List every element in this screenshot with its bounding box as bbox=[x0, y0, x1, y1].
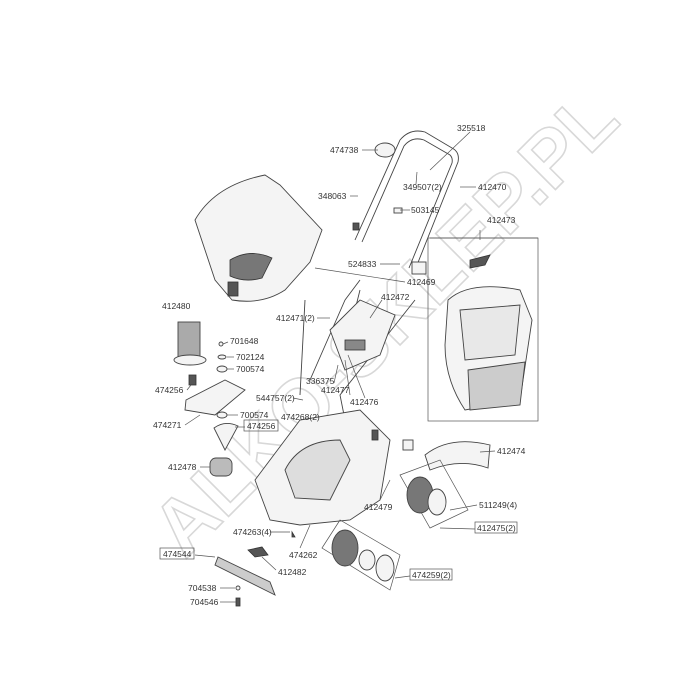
part-label[interactable]: 702124 bbox=[236, 352, 265, 362]
part-label[interactable]: 704546 bbox=[190, 597, 219, 607]
front-wheel-set bbox=[321, 519, 401, 591]
switch-box bbox=[329, 299, 396, 371]
part-label[interactable]: 412480 bbox=[162, 301, 191, 311]
part-label[interactable]: 412474 bbox=[497, 446, 526, 456]
part-label[interactable]: 412479 bbox=[364, 502, 393, 512]
label-box bbox=[243, 419, 279, 432]
part-label[interactable]: 474738 bbox=[330, 145, 359, 155]
rear-flap bbox=[424, 441, 491, 471]
mower-deck bbox=[254, 409, 414, 526]
part-label[interactable]: 474268(2) bbox=[281, 412, 320, 422]
part-label[interactable]: 412475(2) bbox=[477, 523, 516, 533]
part-labels: 325518 474738 348063 349507(2) 412470 50… bbox=[153, 123, 526, 607]
part-label[interactable]: 474256 bbox=[155, 385, 184, 395]
grass-box bbox=[427, 237, 539, 422]
part-label[interactable]: 474263(4) bbox=[233, 527, 272, 537]
motor bbox=[173, 321, 246, 477]
part-label[interactable]: 412471(2) bbox=[276, 313, 315, 323]
part-label[interactable]: 348063 bbox=[318, 191, 347, 201]
part-label[interactable]: 524833 bbox=[348, 259, 377, 269]
leader-lines bbox=[184, 131, 538, 603]
part-label[interactable]: 474256 bbox=[247, 421, 276, 431]
part-label[interactable]: 412482 bbox=[278, 567, 307, 577]
part-label[interactable]: 412473 bbox=[487, 215, 516, 225]
part-label[interactable]: 412478 bbox=[168, 462, 197, 472]
part-label[interactable]: 349507(2) bbox=[403, 182, 442, 192]
part-label[interactable]: 474271 bbox=[153, 420, 182, 430]
part-label[interactable]: 700574 bbox=[236, 364, 265, 374]
part-label[interactable]: 336375 bbox=[306, 376, 335, 386]
part-label[interactable]: 474544 bbox=[163, 549, 192, 559]
part-label[interactable]: 511249(4) bbox=[479, 500, 517, 510]
motor-cover bbox=[194, 174, 323, 302]
label-box bbox=[159, 547, 195, 560]
part-label[interactable]: 412477 bbox=[321, 385, 350, 395]
cable-clip bbox=[352, 222, 360, 231]
part-label[interactable]: 704538 bbox=[188, 583, 217, 593]
rear-wheel-set bbox=[399, 459, 469, 529]
part-label[interactable]: 412472 bbox=[381, 292, 410, 302]
label-box bbox=[474, 521, 518, 534]
part-label[interactable]: 700574 bbox=[240, 410, 269, 420]
part-label[interactable]: 544757(2) bbox=[256, 393, 295, 403]
part-label[interactable]: 412476 bbox=[350, 397, 379, 407]
part-label[interactable]: 325518 bbox=[457, 123, 486, 133]
part-label[interactable]: 412470 bbox=[478, 182, 507, 192]
part-label[interactable]: 503145 bbox=[411, 205, 440, 215]
part-label[interactable]: 474262 bbox=[289, 550, 318, 560]
blade bbox=[214, 530, 296, 607]
handle-assembly bbox=[299, 130, 459, 421]
part-label[interactable]: 474259(2) bbox=[412, 570, 451, 580]
label-box bbox=[409, 568, 453, 581]
part-label[interactable]: 701648 bbox=[230, 336, 259, 346]
part-label[interactable]: 412469 bbox=[407, 277, 436, 287]
